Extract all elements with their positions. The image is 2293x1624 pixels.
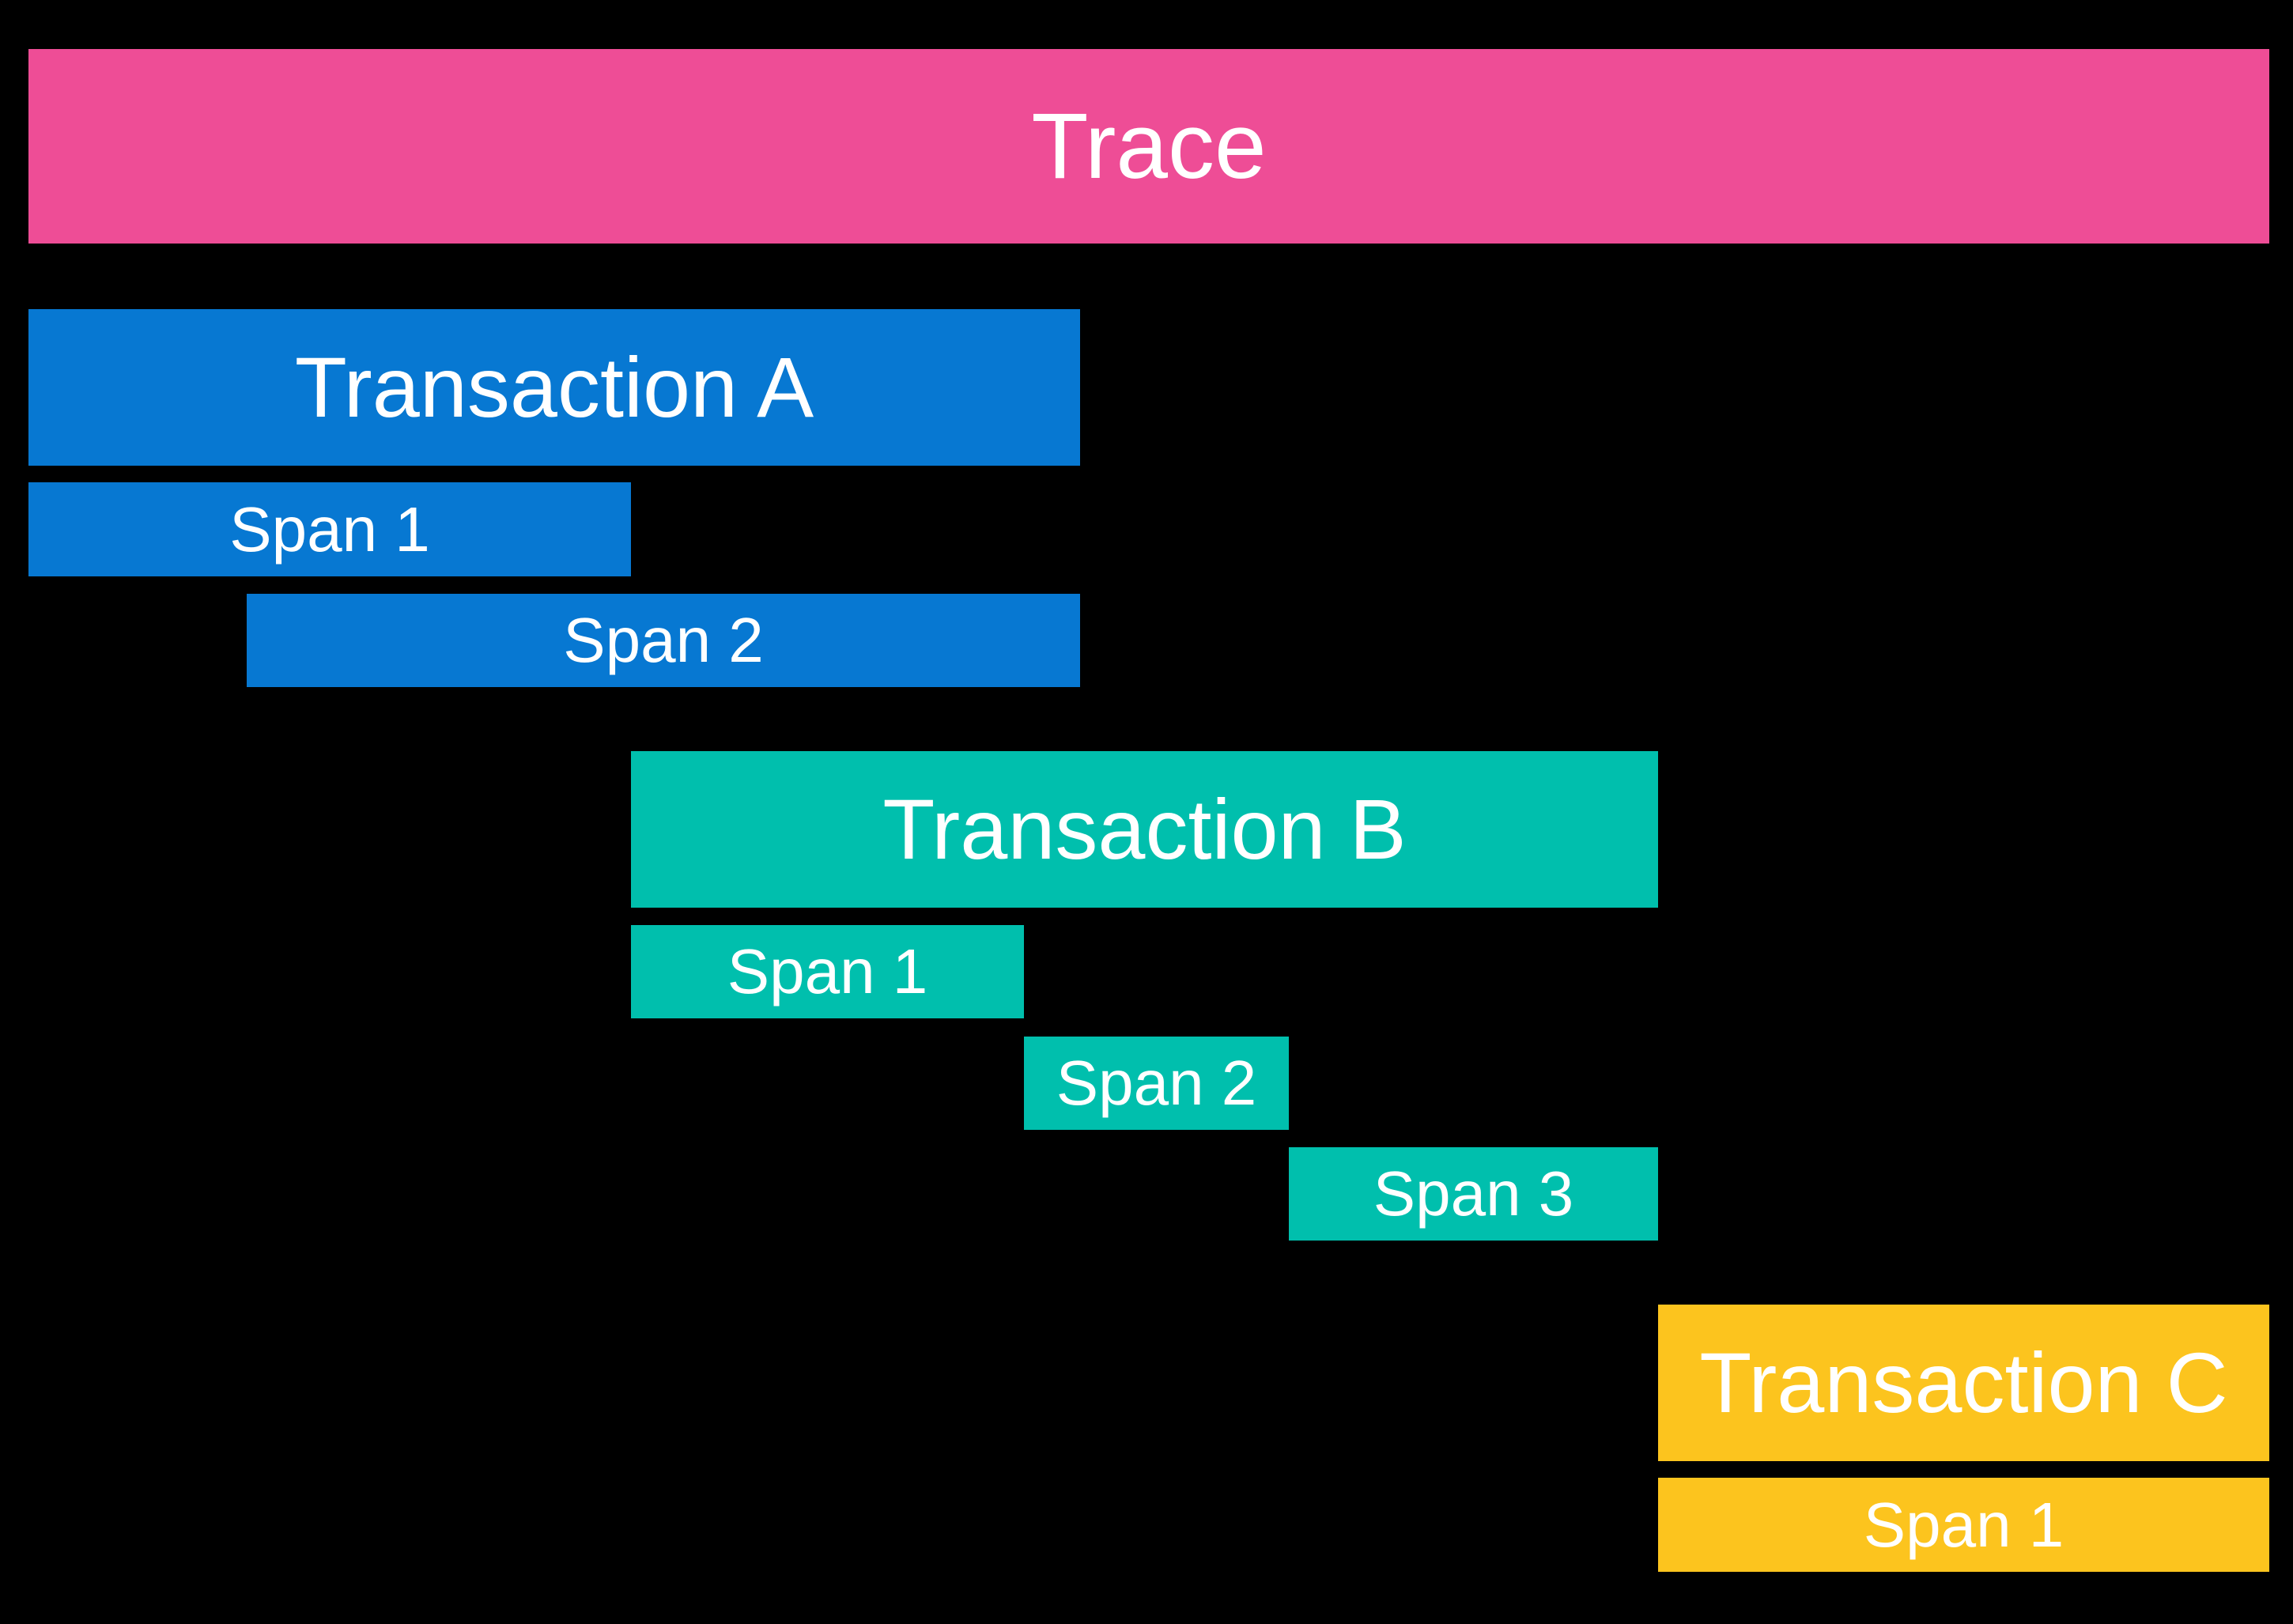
transaction-a-label: Transaction A xyxy=(294,339,814,435)
transaction-c-span-1-bar: Span 1 xyxy=(1658,1478,2269,1572)
transaction-a-span-2-label: Span 2 xyxy=(563,605,764,675)
transaction-c-label: Transaction C xyxy=(1699,1335,2228,1430)
transaction-b-span-2-bar: Span 2 xyxy=(1024,1037,1289,1130)
transaction-a-span-1-label: Span 1 xyxy=(229,493,430,565)
transaction-c-bar: Transaction C xyxy=(1658,1305,2269,1461)
transaction-b-span-2-label: Span 2 xyxy=(1056,1048,1257,1118)
transaction-c-span-1-label: Span 1 xyxy=(1863,1489,2064,1560)
trace-bar: Trace xyxy=(28,49,2269,244)
transaction-b-span-1-bar: Span 1 xyxy=(631,925,1024,1018)
transaction-b-bar: Transaction B xyxy=(631,751,1658,908)
transaction-b-span-1-label: Span 1 xyxy=(727,936,928,1007)
transaction-a-span-2-bar: Span 2 xyxy=(247,594,1080,687)
trace-label: Trace xyxy=(1031,94,1267,198)
transaction-b-span-3-label: Span 3 xyxy=(1373,1158,1574,1229)
transaction-a-span-1-bar: Span 1 xyxy=(28,482,631,576)
transaction-a-bar: Transaction A xyxy=(28,309,1080,466)
transaction-b-span-3-bar: Span 3 xyxy=(1289,1147,1658,1241)
transaction-b-label: Transaction B xyxy=(882,781,1407,877)
